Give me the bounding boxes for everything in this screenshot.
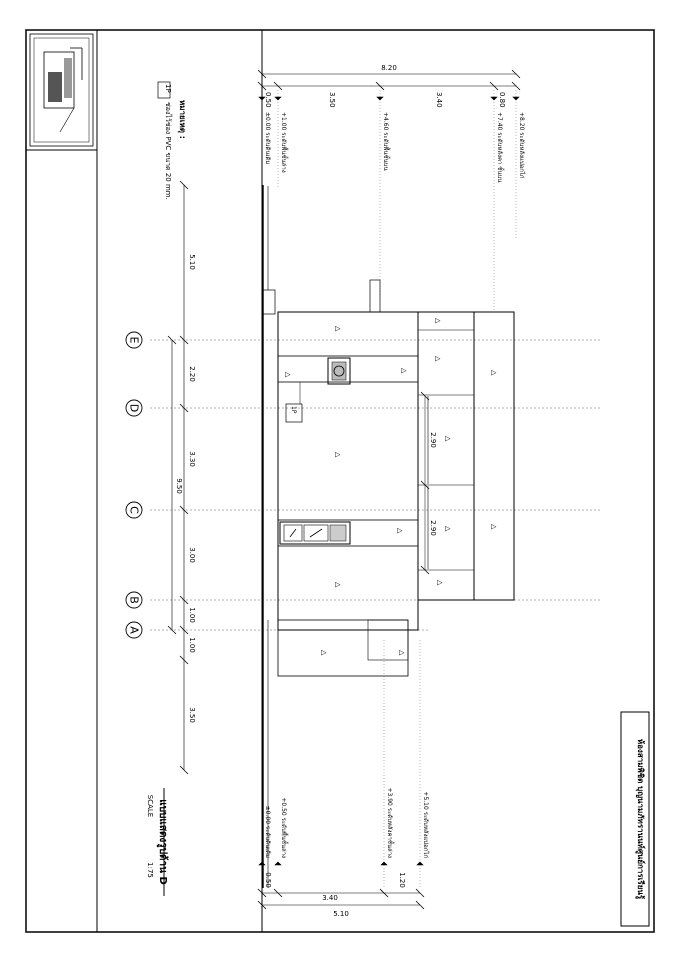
pvc-tag-marker: 1P: [285, 382, 303, 423]
notes-tag: 1P: [164, 84, 172, 93]
dim-top-3-50: 3.50: [328, 92, 336, 108]
glass-symbols: △ △ △ △ △ △ △ △ △ △ △ △ △ △ △: [284, 318, 498, 656]
dim-h-3-00: 3.00: [188, 547, 196, 563]
dim-h-2-20: 2.20: [188, 366, 196, 382]
level-bottom-lower-roof: +3.90 ระดับหลังคาชั้นล่าง: [386, 787, 396, 858]
level-top-upper-floor: +4.60 ระดับพื้นชั้นบน: [382, 112, 392, 171]
dim-top-3-40: 3.40: [435, 92, 443, 108]
glass-symbol: △: [334, 452, 342, 458]
svg-text:C: C: [128, 506, 141, 514]
glass-symbol: △: [396, 528, 404, 534]
glass-symbol: △: [436, 580, 444, 586]
level-bottom-lower-floor: +0.50 ระดับพื้นชั้นล่าง: [280, 797, 290, 858]
level-markers: [258, 96, 520, 866]
svg-text:A: A: [128, 626, 141, 634]
grid-bubble-d: D: [125, 399, 143, 417]
vertical-dimension-chains: [257, 69, 521, 910]
key-plan-thumbnail: [29, 33, 94, 147]
sheet-border: [25, 29, 655, 933]
horizontal-dimension-chain: [167, 180, 189, 775]
grid-bubble-b: B: [125, 591, 143, 609]
dim-top-0-50: 0.50: [264, 92, 272, 108]
drawing-title-group: แบบแสดงรูปด้าน D SCALE 1:75: [146, 788, 169, 896]
glass-symbol: △: [490, 524, 498, 530]
level-top-ground: ±0.00 ระดับดินเดิม: [264, 112, 271, 164]
dim-bottom-total: 5.10: [333, 910, 349, 918]
scale-value: 1:75: [146, 862, 154, 878]
svg-text:B: B: [128, 596, 141, 604]
grid-bubble-a: A: [125, 621, 143, 639]
dim-h-3-50: 3.50: [188, 707, 196, 723]
glass-symbol: △: [434, 356, 442, 362]
drawing-title: แบบแสดงรูปด้าน D: [156, 799, 169, 885]
glass-symbol: △: [284, 372, 292, 378]
dim-bottom-3-40: 3.40: [322, 894, 338, 902]
dim-h-5-10: 5.10: [188, 254, 196, 270]
glass-symbol: △: [444, 436, 452, 442]
dim-h-1-00-b: 1.00: [188, 637, 196, 653]
notes-text: ช่องไว้ช่อง PVC ขนาด 20 mm.: [164, 102, 173, 200]
grid-bubble-e: E: [125, 331, 143, 349]
glass-symbol: △: [398, 650, 406, 656]
svg-text:D: D: [128, 404, 141, 412]
pvc-tag-text: 1P: [290, 406, 297, 414]
vent-window-lower: [279, 521, 351, 545]
grid-bubble-c: C: [125, 501, 143, 519]
glass-symbol: △: [400, 368, 408, 374]
glass-symbol: △: [334, 582, 342, 588]
glass-symbol: △: [320, 650, 328, 656]
level-bottom-ground: ±0.00 ระดับดินเดิม: [264, 806, 271, 858]
glass-symbol: △: [490, 370, 498, 376]
dim-top-total: 8.20: [381, 64, 397, 72]
glass-symbol: △: [334, 326, 342, 332]
svg-text:E: E: [128, 337, 141, 344]
notes-heading: หมายเหตุ :: [177, 100, 187, 139]
level-top-upper-roof: +7.40 ระดับหลังคา ชั้นบน: [496, 112, 506, 182]
dim-h-3-30: 3.30: [188, 451, 196, 467]
glass-symbol: △: [444, 526, 452, 532]
dim-h-1-00-a: 1.00: [188, 607, 196, 623]
dim-bottom-1-20: 1.20: [398, 872, 406, 888]
scale-label: SCALE: [146, 795, 154, 817]
dim-inner-2: 2.90: [429, 520, 437, 536]
dim-inner-1: 2.90: [429, 432, 437, 448]
level-top-lower-floor: +1.00 ระดับพื้นชั้นล่าง: [280, 112, 290, 173]
notes-block: หมายเหตุ : 1P ช่องไว้ช่อง PVC ขนาด 20 mm…: [157, 81, 187, 200]
vent-window-upper: [327, 357, 351, 385]
level-top-ridge: +8.20 ระดับหลังแปอกไก่: [518, 112, 526, 179]
dim-top-0-80: 0.80: [498, 92, 506, 108]
building-elevation: 1P △ △ △ △ △ △ △ △ △ △ △ △ △ △ △: [262, 185, 515, 888]
inner-dimension-chain: [420, 391, 430, 575]
project-title-box: ห้องสามพิชิต บุญนามภัทรานนท์ศูนย์การเรีย…: [620, 711, 650, 927]
dim-bottom-0-50: 0.50: [264, 872, 272, 888]
glass-symbol: △: [434, 318, 442, 324]
project-title: ห้องสามพิชิต บุญนามภัทรานนท์ศูนย์การเรีย…: [635, 739, 646, 900]
dim-h-total: 9.50: [175, 478, 183, 494]
level-bottom-ridge: +5.10 ระดับหลังแปอกไก่: [422, 791, 430, 858]
